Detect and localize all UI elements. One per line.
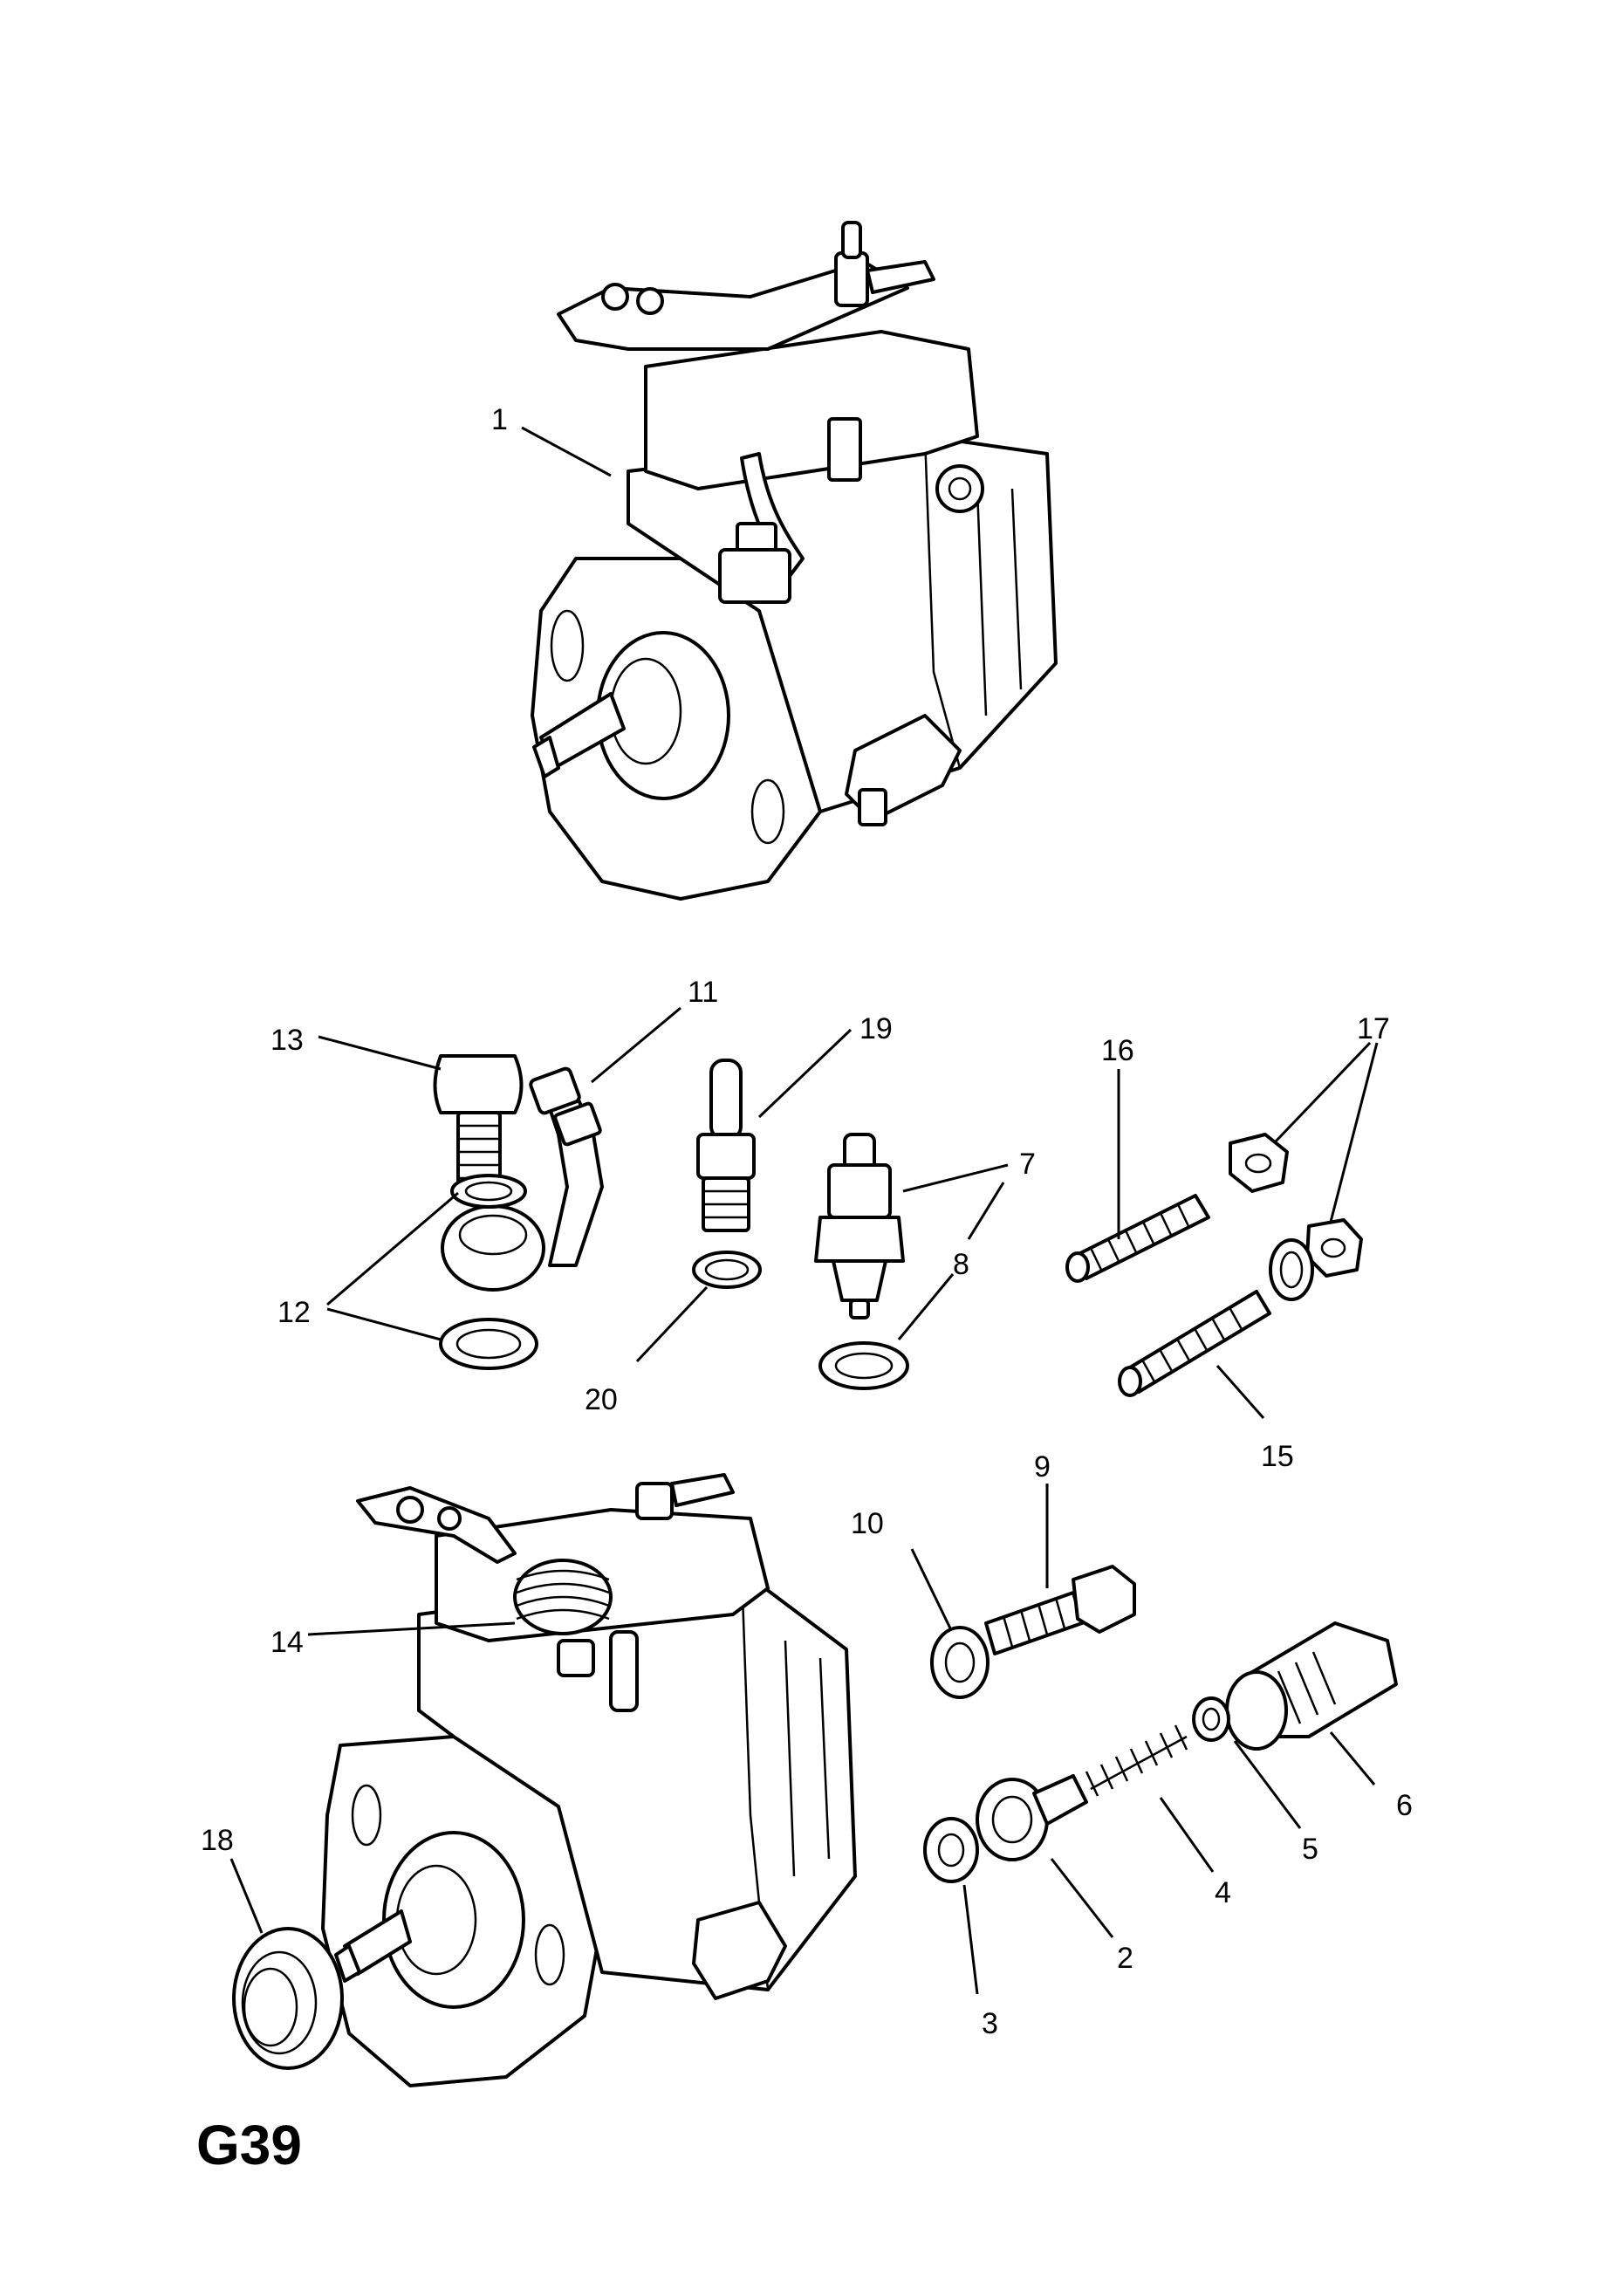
callout-8: 8 <box>953 1248 969 1281</box>
callout-13: 13 <box>270 1024 304 1057</box>
callout-4: 4 <box>1215 1876 1231 1909</box>
washer-3 <box>923 1817 979 1883</box>
callout-11: 11 <box>688 976 718 1009</box>
spring-4 <box>1085 1724 1188 1797</box>
nuts-17 <box>1229 1133 1363 1301</box>
shaft-seal-18 <box>232 1927 344 2070</box>
sealing-washers-12 <box>439 1174 538 1370</box>
washer-10 <box>930 1626 990 1699</box>
callout-17: 17 <box>1357 1012 1390 1045</box>
banjo-eye <box>441 1204 545 1292</box>
bolt-9 <box>984 1565 1136 1655</box>
washer-20 <box>692 1251 762 1289</box>
injection-pump-assembly-bottom <box>321 1473 857 2087</box>
callout-18: 18 <box>201 1824 234 1857</box>
callout-labels: 1 2 3 4 5 6 7 8 9 10 11 12 13 14 15 16 1… <box>201 403 1413 2040</box>
leader-lines <box>229 426 1379 1995</box>
callout-16: 16 <box>1101 1034 1134 1067</box>
callout-12: 12 <box>277 1296 311 1329</box>
callout-6: 6 <box>1396 1789 1413 1822</box>
callout-10: 10 <box>851 1507 884 1540</box>
callout-2: 2 <box>1117 1942 1133 1975</box>
stud-16 <box>1065 1194 1210 1283</box>
ring-5 <box>1192 1696 1230 1742</box>
injection-pump-assembly-top <box>531 221 1058 901</box>
hose-nipple-19 <box>696 1059 756 1232</box>
pipe-fitting-11 <box>529 1066 604 1267</box>
callout-15: 15 <box>1261 1440 1294 1473</box>
callout-14: 14 <box>270 1626 304 1659</box>
callout-5: 5 <box>1302 1833 1318 1866</box>
callout-9: 9 <box>1034 1450 1051 1484</box>
callout-20: 20 <box>585 1383 618 1416</box>
washer-8 <box>818 1341 909 1390</box>
valve-2 <box>976 1774 1088 1861</box>
callout-1: 1 <box>491 403 508 436</box>
diagram-code: G39 <box>196 2114 302 2176</box>
valve-holder-6 <box>1225 1621 1398 1751</box>
stud-15 <box>1118 1290 1271 1397</box>
callout-3: 3 <box>982 2007 998 2040</box>
sensor-switch-7 <box>814 1133 905 1319</box>
callout-7: 7 <box>1019 1148 1036 1181</box>
callout-19: 19 <box>859 1012 893 1045</box>
